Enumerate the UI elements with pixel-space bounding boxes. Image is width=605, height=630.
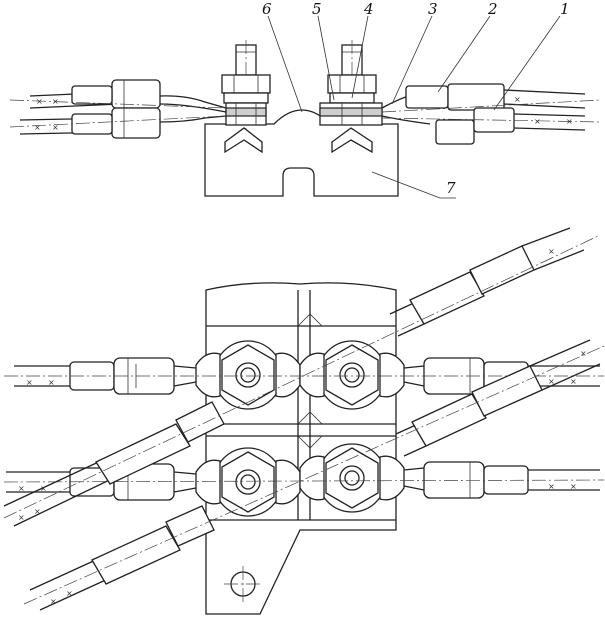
- cable-mark: ×: [26, 378, 33, 387]
- callout-3: 3: [428, 0, 438, 18]
- cable-mark: ×: [34, 123, 41, 132]
- cable-mark: ×: [36, 97, 43, 106]
- cables-right: [381, 83, 601, 145]
- cable-mark: ×: [34, 507, 41, 516]
- callout-1: 1: [560, 0, 570, 18]
- callout-4: 4: [363, 0, 374, 18]
- cable-mark: ×: [18, 513, 25, 522]
- cable-mark: ×: [566, 117, 573, 126]
- stud-right: [319, 40, 383, 130]
- callout-7: 7: [446, 179, 456, 197]
- insulator-base: [204, 109, 399, 197]
- cable-mark: ×: [548, 247, 555, 256]
- callout-leaders: [267, 15, 561, 199]
- terminal-bottom-right: [299, 443, 405, 513]
- cable-mark: ×: [52, 97, 59, 106]
- cables-left: [9, 79, 227, 139]
- cable-mark: ×: [580, 349, 587, 358]
- cable-mark: ×: [18, 484, 25, 493]
- section-view: × × × × × × × 6 5 4 3 2 1 7: [9, 0, 601, 199]
- cable-marks-plan: × × × × × × × × × × × × × ×: [18, 247, 587, 606]
- terminal-top-right: [299, 340, 405, 410]
- cable-mark: ×: [52, 123, 59, 132]
- cable-mark: ×: [548, 377, 555, 386]
- cable-mark: ×: [570, 482, 577, 491]
- callout-2: 2: [487, 0, 498, 18]
- callout-6: 6: [262, 0, 272, 18]
- terminal-top-left: [195, 340, 301, 410]
- cable-mark: ×: [50, 597, 57, 606]
- cable-mark: ×: [514, 95, 521, 104]
- cable-mark: ×: [534, 117, 541, 126]
- callout-5: 5: [312, 0, 322, 18]
- terminal-block-body: [205, 282, 397, 615]
- plan-view: × × × × × × × × × × × × × ×: [3, 227, 605, 615]
- cable-mark: ×: [40, 484, 47, 493]
- stud-left: [221, 40, 271, 130]
- terminal-bottom-left: [195, 447, 301, 517]
- callout-labels: 6 5 4 3 2 1 7: [262, 0, 570, 197]
- diagonal-cables: [3, 227, 605, 611]
- cable-marks-top: × × × × × × ×: [34, 95, 573, 132]
- cable-mark: ×: [548, 482, 555, 491]
- cable-mark: ×: [570, 377, 577, 386]
- cable-mark: ×: [48, 378, 55, 387]
- cable-mark: ×: [66, 589, 73, 598]
